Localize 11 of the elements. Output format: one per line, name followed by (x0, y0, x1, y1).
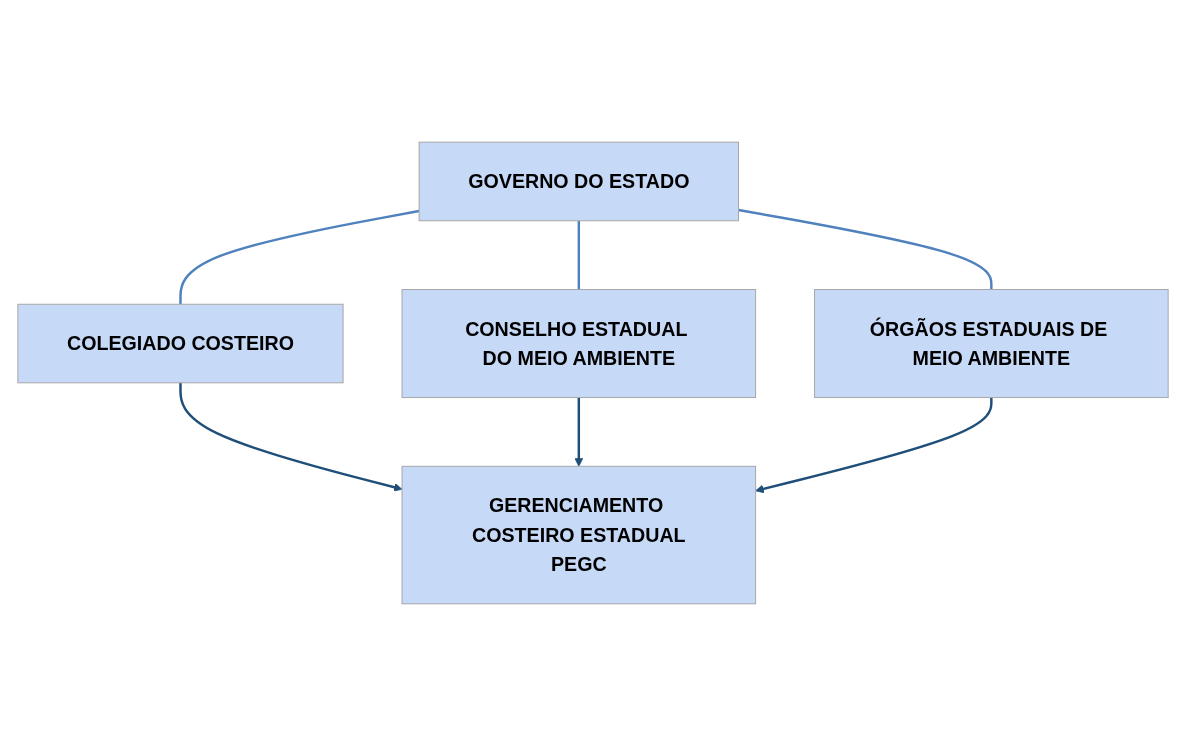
connector (738, 208, 993, 290)
arrow (179, 382, 403, 492)
node-box: GOVERNO DO ESTADO (418, 141, 740, 222)
arrow (755, 397, 993, 494)
node-box: GERENCIAMENTO COSTEIRO ESTADUAL PEGC (401, 465, 757, 605)
node-box: COLEGIADO COSTEIRO (17, 303, 344, 384)
connector (577, 220, 581, 290)
node-box: ÓRGÃOS ESTADUAIS DE MEIO AMBIENTE (814, 289, 1169, 399)
connector (179, 209, 420, 305)
arrow (574, 397, 584, 467)
node-box: CONSELHO ESTADUAL DO MEIO AMBIENTE (401, 289, 757, 399)
